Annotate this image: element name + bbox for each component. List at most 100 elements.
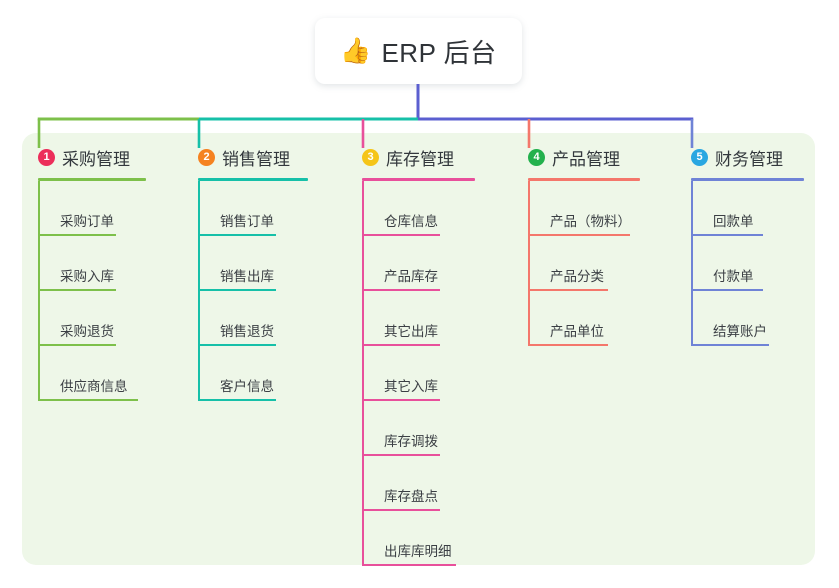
- list-item-underline: [38, 289, 116, 291]
- list-item-underline: [38, 234, 116, 236]
- column-items-4: 产品（物料） 产品分类产品单位: [528, 181, 640, 346]
- column-spine-2: [198, 181, 200, 401]
- column-title-4: 产品管理: [552, 149, 620, 169]
- list-item-label: 销售退货: [220, 324, 274, 339]
- column-title-3: 库存管理: [386, 149, 454, 169]
- thumbs-up-icon: 👍: [340, 36, 372, 65]
- list-item[interactable]: 库存调拨: [362, 401, 475, 456]
- column-spine-5: [691, 181, 693, 346]
- column-items-1: 采购订单采购入库采购退货供应商信息: [38, 181, 146, 401]
- list-item-label: 采购入库: [60, 269, 114, 284]
- column-underline-3: [362, 178, 475, 181]
- column-header-5[interactable]: 5 财务管理: [691, 145, 804, 169]
- column-spine-3: [362, 181, 364, 566]
- list-item-underline: [198, 399, 276, 401]
- list-item[interactable]: 产品（物料）: [528, 181, 640, 236]
- column-spine-4: [528, 181, 530, 346]
- list-item[interactable]: 采购入库: [38, 236, 146, 291]
- list-item-underline: [691, 234, 763, 236]
- column-underline-1: [38, 178, 146, 181]
- list-item[interactable]: 供应商信息: [38, 346, 146, 401]
- list-item-underline: [362, 289, 440, 291]
- list-item[interactable]: 其它出库: [362, 291, 475, 346]
- list-item-label: 产品库存: [384, 269, 438, 284]
- list-item-underline: [362, 344, 440, 346]
- list-item[interactable]: 仓库信息: [362, 181, 475, 236]
- list-item-label: 仓库信息: [384, 214, 438, 229]
- list-item-underline: [38, 344, 116, 346]
- list-item-underline: [691, 289, 763, 291]
- column-header-3[interactable]: 3 库存管理: [362, 145, 475, 169]
- list-item-label: 产品单位: [550, 324, 604, 339]
- list-item[interactable]: 结算账户: [691, 291, 804, 346]
- list-item-label: 采购退货: [60, 324, 114, 339]
- column-title-1: 采购管理: [62, 149, 130, 169]
- column-badge-5: 5: [691, 148, 708, 166]
- list-item-label: 其它出库: [384, 324, 438, 339]
- list-item[interactable]: 采购订单: [38, 181, 146, 236]
- list-item-underline: [362, 454, 440, 456]
- list-item-label: 其它入库: [384, 379, 438, 394]
- list-item-label: 结算账户: [713, 324, 767, 339]
- list-item-label: 采购订单: [60, 214, 114, 229]
- column-underline-5: [691, 178, 804, 181]
- list-item[interactable]: 库存盘点: [362, 456, 475, 511]
- list-item-underline: [528, 344, 608, 346]
- column-underline-2: [198, 178, 308, 181]
- list-item[interactable]: 产品分类: [528, 236, 640, 291]
- list-item-label: 回款单: [713, 214, 754, 229]
- column-items-3: 仓库信息产品库存其它出库其它入库库存调拨库存盘点出库库明细: [362, 181, 475, 566]
- list-item[interactable]: 付款单: [691, 236, 804, 291]
- list-item[interactable]: 采购退货: [38, 291, 146, 346]
- list-item-label: 出库库明细: [384, 544, 452, 559]
- list-item[interactable]: 销售订单: [198, 181, 308, 236]
- list-item[interactable]: 销售退货: [198, 291, 308, 346]
- column-badge-1: 1: [38, 148, 55, 166]
- column-underline-4: [528, 178, 640, 181]
- list-item[interactable]: 产品库存: [362, 236, 475, 291]
- list-item-underline: [691, 344, 769, 346]
- list-item-underline: [362, 509, 440, 511]
- column-3: 3 库存管理仓库信息产品库存其它出库其它入库库存调拨库存盘点出库库明细: [362, 145, 475, 566]
- list-item[interactable]: 其它入库: [362, 346, 475, 401]
- column-spine-1: [38, 181, 40, 401]
- root-title: ERP 后台: [381, 37, 497, 68]
- list-item-label: 客户信息: [220, 379, 274, 394]
- list-item[interactable]: 客户信息: [198, 346, 308, 401]
- column-1: 1 采购管理采购订单采购入库采购退货供应商信息: [38, 145, 146, 401]
- list-item[interactable]: 销售出库: [198, 236, 308, 291]
- list-item[interactable]: 出库库明细: [362, 511, 475, 566]
- column-items-5: 回款单付款单结算账户: [691, 181, 804, 346]
- list-item-label: 付款单: [713, 269, 754, 284]
- list-item-underline: [362, 564, 456, 566]
- list-item-underline: [528, 289, 608, 291]
- list-item[interactable]: 回款单: [691, 181, 804, 236]
- list-item-label: 库存调拨: [384, 434, 438, 449]
- list-item-label: 销售出库: [220, 269, 274, 284]
- list-item-underline: [198, 234, 276, 236]
- list-item-underline: [362, 399, 440, 401]
- column-title-5: 财务管理: [715, 149, 783, 169]
- column-header-2[interactable]: 2 销售管理: [198, 145, 308, 169]
- list-item-underline: [38, 399, 138, 401]
- list-item[interactable]: 产品单位: [528, 291, 640, 346]
- list-item-underline: [198, 344, 276, 346]
- column-header-4[interactable]: 4 产品管理: [528, 145, 640, 169]
- list-item-label: 供应商信息: [60, 379, 128, 394]
- list-item-underline: [198, 289, 276, 291]
- column-5: 5 财务管理回款单付款单结算账户: [691, 145, 804, 346]
- column-badge-3: 3: [362, 148, 379, 166]
- root-node[interactable]: 👍 ERP 后台: [315, 18, 522, 84]
- column-title-2: 销售管理: [222, 149, 290, 169]
- column-header-1[interactable]: 1 采购管理: [38, 145, 146, 169]
- column-2: 2 销售管理销售订单销售出库销售退货客户信息: [198, 145, 308, 401]
- list-item-underline: [362, 234, 440, 236]
- column-items-2: 销售订单销售出库销售退货客户信息: [198, 181, 308, 401]
- list-item-label: 销售订单: [220, 214, 274, 229]
- column-badge-4: 4: [528, 148, 545, 166]
- list-item-label: 库存盘点: [384, 489, 438, 504]
- list-item-label: 产品（物料）: [550, 214, 631, 229]
- column-badge-2: 2: [198, 148, 215, 166]
- list-item-underline: [528, 234, 630, 236]
